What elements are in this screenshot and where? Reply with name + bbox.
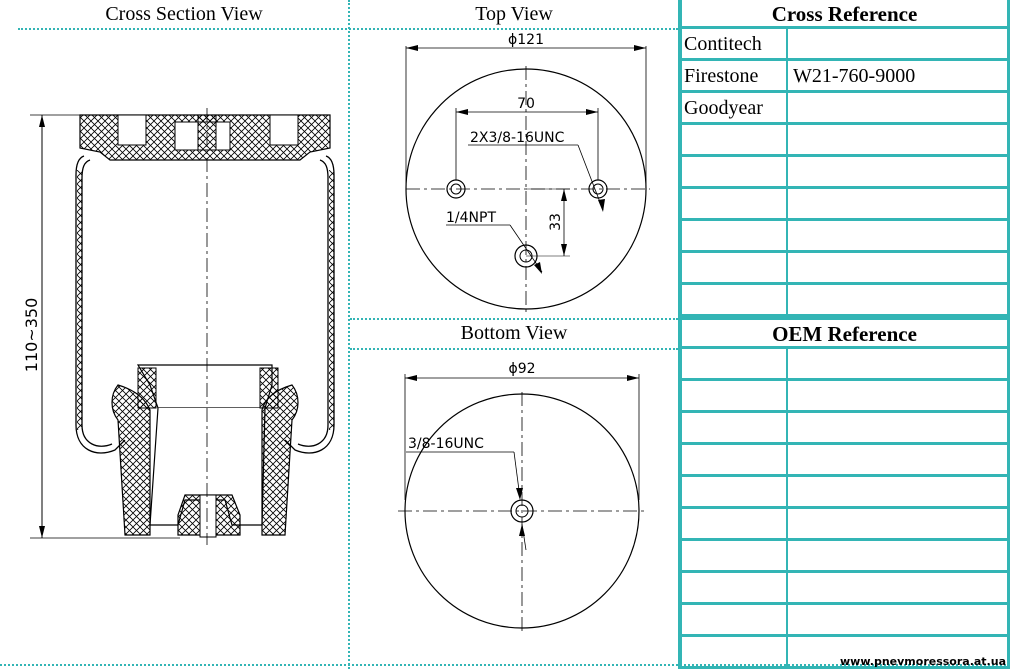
table-row [682, 381, 1007, 413]
brand-cell [682, 573, 788, 602]
left-column-divider [348, 0, 350, 669]
part-number-cell [788, 605, 1007, 634]
part-number-cell [788, 509, 1007, 538]
part-number-cell [788, 93, 1007, 122]
brand-cell [682, 637, 788, 666]
oem-reference-table: OEM Reference [678, 317, 1010, 669]
brand-cell [682, 477, 788, 506]
cross-section-title: Cross Section View [105, 3, 263, 25]
part-number-cell [788, 125, 1007, 154]
brand-cell [682, 605, 788, 634]
air-fitting-label: 1/4NPT [446, 210, 496, 226]
table-row [682, 605, 1007, 637]
table-row [682, 541, 1007, 573]
table-row [682, 189, 1007, 221]
part-number-cell [788, 541, 1007, 570]
brand-cell [682, 189, 788, 218]
table-row [682, 253, 1007, 285]
table-row [682, 509, 1007, 541]
part-number-cell [788, 285, 1007, 314]
part-number-cell [788, 573, 1007, 602]
table-row [682, 445, 1007, 477]
part-number-cell [788, 189, 1007, 218]
brand-cell [682, 157, 788, 186]
table-row [682, 477, 1007, 509]
top-view-title: Top View [475, 3, 553, 25]
top-diameter-label: ϕ121 [508, 32, 544, 48]
bottom-view-drawing: ϕ92 3/8-16UNC [398, 361, 646, 634]
brand-cell [682, 413, 788, 442]
part-number-cell [788, 349, 1007, 378]
table-row [682, 349, 1007, 381]
table-row [682, 413, 1007, 445]
middle-divider-lower [350, 348, 678, 350]
brand-cell: Contitech [682, 29, 788, 58]
oem-reference-title: OEM Reference [682, 320, 1007, 349]
table-row [682, 573, 1007, 605]
watermark: www.pnevmoressora.at.ua [840, 655, 1006, 668]
table-row [682, 221, 1007, 253]
brand-cell: Goodyear [682, 93, 788, 122]
table-row [682, 285, 1007, 317]
part-number-cell: W21-760-9000 [793, 65, 916, 87]
part-number-cell [788, 157, 1007, 186]
cross-reference-title: Cross Reference [682, 0, 1007, 29]
brand-cell [682, 253, 788, 282]
brand-cell [682, 125, 788, 154]
brand-cell [682, 445, 788, 474]
table-row [682, 637, 1007, 669]
brand-cell [682, 381, 788, 410]
cross-section-drawing: 110~350 [22, 108, 335, 545]
brand-cell [682, 509, 788, 538]
part-number-cell [788, 221, 1007, 250]
table-row [682, 125, 1007, 157]
part-number-cell [788, 29, 1007, 58]
brand-cell [682, 285, 788, 314]
table-row: Contitech [682, 29, 1007, 61]
table-row [682, 157, 1007, 189]
middle-divider-upper [350, 318, 678, 320]
top-view-drawing: ϕ121 70 2X3/8-16UNC 1/4NPT 33 [405, 32, 650, 312]
height-label: 110~350 [22, 298, 41, 372]
part-number-cell [788, 445, 1007, 474]
bottom-thread-label: 3/8-16UNC [408, 436, 484, 452]
brand-cell: Firestone [682, 61, 788, 90]
part-number-cell [788, 253, 1007, 282]
part-number-cell [788, 381, 1007, 410]
bottom-divider [0, 664, 1010, 666]
part-number-cell [788, 477, 1007, 506]
offset-label: 33 [548, 213, 564, 231]
brand-cell [682, 349, 788, 378]
bottom-diameter-label: ϕ92 [508, 361, 535, 377]
bottom-view-title: Bottom View [460, 322, 568, 344]
brand-cell [682, 221, 788, 250]
part-number-cell [788, 413, 1007, 442]
table-row: Goodyear [682, 93, 1007, 125]
brand-cell [682, 541, 788, 570]
bolt-thread-label: 2X3/8-16UNC [470, 130, 565, 146]
